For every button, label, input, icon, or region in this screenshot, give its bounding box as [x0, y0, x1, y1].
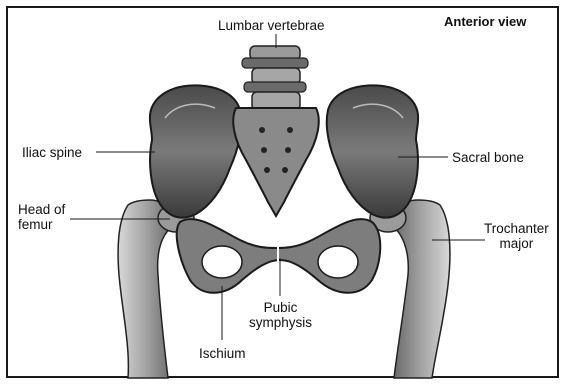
label-ischium: Ischium [199, 346, 246, 361]
label-pubic-symphysis-line2: symphysis [249, 315, 312, 330]
label-head-of-femur-line1: Head of [18, 202, 65, 217]
label-head-of-femur-line2: femur [18, 217, 65, 232]
label-iliac-spine: Iliac spine [22, 145, 82, 160]
lumbar-vertebrae-shape [242, 46, 308, 110]
right-femur [370, 200, 450, 378]
label-pubic-symphysis-line1: Pubic [249, 300, 312, 315]
pubic-ring [177, 219, 381, 293]
left-ilium [150, 85, 241, 217]
view-title: Anterior view [444, 14, 526, 29]
label-pubic-symphysis: Pubic symphysis [249, 300, 312, 330]
label-trochanter-major-line2: major [484, 236, 549, 251]
label-trochanter-major-line1: Trochanter [484, 221, 549, 236]
sacrum-shape [233, 108, 319, 216]
right-ilium [327, 85, 418, 217]
label-trochanter-major: Trochanter major [484, 221, 549, 251]
label-sacral-bone: Sacral bone [452, 150, 524, 165]
label-lumbar-vertebrae: Lumbar vertebrae [218, 18, 325, 33]
label-head-of-femur: Head of femur [18, 202, 65, 232]
